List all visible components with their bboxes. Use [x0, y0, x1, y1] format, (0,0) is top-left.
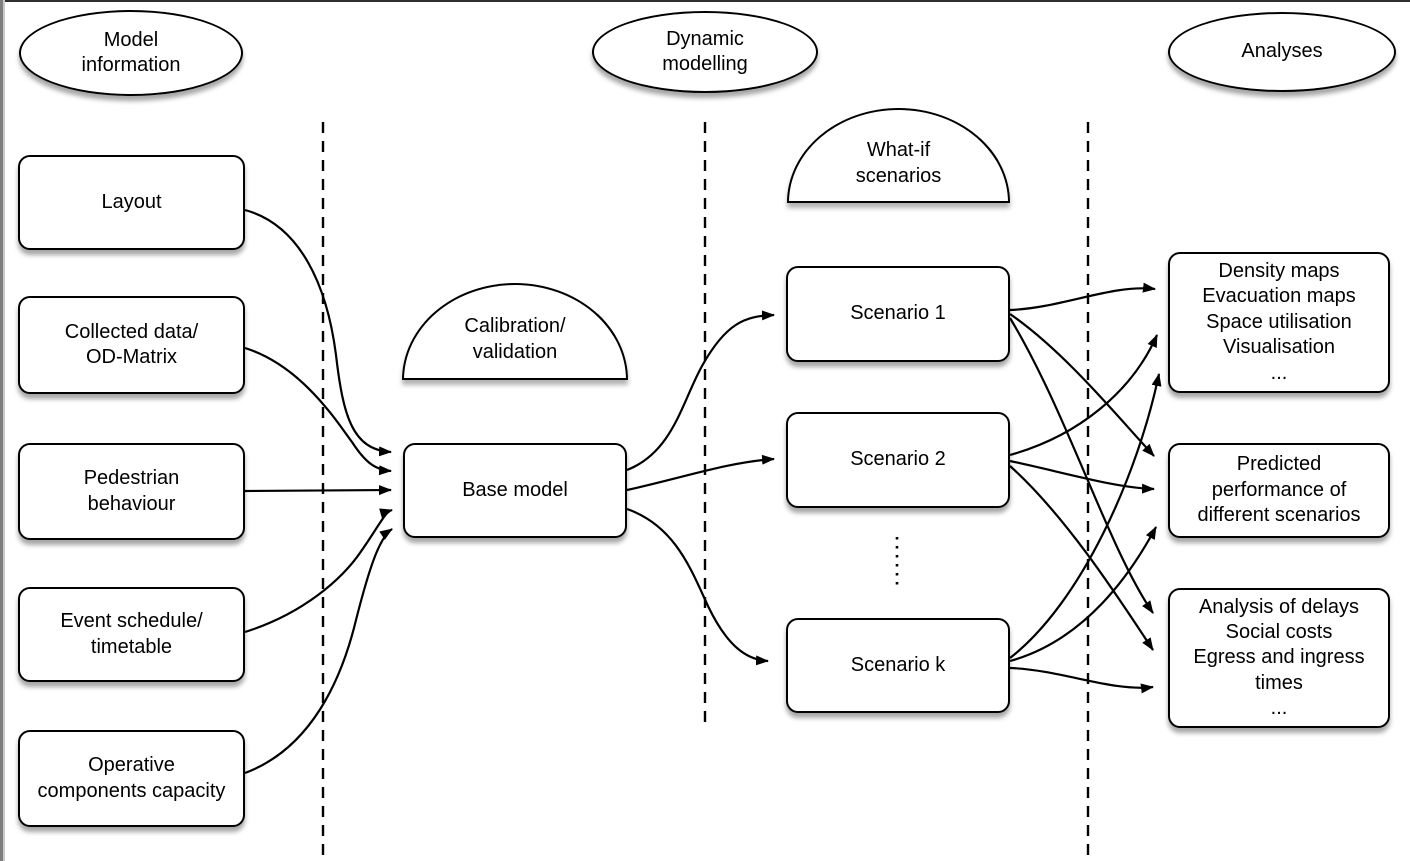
- node-operative-components: Operative components capacity: [18, 730, 245, 827]
- node-base-model: Base model: [403, 443, 627, 538]
- node-density-maps-label: Density maps Evacuation maps Space utili…: [1202, 260, 1356, 384]
- header-analyses: Analyses: [1168, 12, 1396, 92]
- window-left-edge-highlight: [3, 0, 5, 861]
- node-predicted-performance-label: Predicted performance of different scena…: [1197, 453, 1361, 527]
- node-scenario-2-label: Scenario 2: [850, 448, 946, 471]
- arrow-base-model-to-scenario-k: [626, 507, 769, 666]
- header-analyses-label: Analyses: [1241, 40, 1323, 63]
- arrow-operative-to-base-model: [244, 528, 393, 775]
- node-collected-data: Collected data/ OD-Matrix: [18, 296, 245, 394]
- arrow-collected-data-to-base-model: [244, 346, 392, 476]
- arrow-scenario-k-to-predicted-performance: [1009, 526, 1157, 663]
- node-pedestrian-behaviour-label: Pedestrian behaviour: [83, 467, 180, 515]
- dome-calibration-validation: Calibration/ validation: [402, 283, 628, 380]
- node-scenario-2: Scenario 2: [786, 412, 1010, 508]
- arrow-pedestrian-to-base-model: [244, 485, 392, 496]
- header-model-information: Model information: [19, 10, 243, 96]
- dome-calibration-validation-label: Calibration/ validation: [464, 315, 566, 363]
- node-layout-label: Layout: [101, 190, 162, 213]
- node-analysis-of-delays: Analysis of delays Social costs Egress a…: [1168, 588, 1390, 728]
- node-base-model-label: Base model: [462, 478, 568, 501]
- node-scenario-1: Scenario 1: [786, 266, 1010, 362]
- node-scenario-k-label: Scenario k: [850, 653, 946, 676]
- arrow-base-model-to-scenario-2: [626, 454, 775, 492]
- dome-what-if-scenarios-label: What-if scenarios: [855, 139, 942, 187]
- arrow-scenario-1-to-density-maps: [1009, 282, 1156, 312]
- node-pedestrian-behaviour: Pedestrian behaviour: [18, 443, 245, 540]
- node-predicted-performance: Predicted performance of different scena…: [1168, 443, 1390, 538]
- node-scenario-1-label: Scenario 1: [850, 302, 946, 325]
- arrow-scenario-2-to-predicted-performance: [1009, 459, 1155, 494]
- window-top-edge: [0, 0, 1410, 2]
- header-model-information-label: Model information: [81, 28, 181, 76]
- node-event-schedule: Event schedule/ timetable: [18, 587, 245, 682]
- arrow-base-model-to-scenario-1: [626, 310, 775, 472]
- header-dynamic-modelling-label: Dynamic modelling: [662, 27, 748, 75]
- arrow-scenario-2-to-analysis-of-delays: [1009, 465, 1154, 651]
- arrow-scenario-1-to-predicted-performance: [1009, 313, 1155, 457]
- node-event-schedule-label: Event schedule/ timetable: [60, 610, 203, 658]
- node-collected-data-label: Collected data/ OD-Matrix: [64, 320, 199, 368]
- node-layout: Layout: [18, 155, 245, 250]
- arrow-scenario-2-to-density-maps: [1009, 334, 1159, 457]
- arrow-scenario-1-to-analysis-of-delays: [1009, 317, 1154, 614]
- node-operative-components-label: Operative components capacity: [37, 754, 226, 802]
- window-left-edge: [0, 0, 3, 861]
- dome-what-if-scenarios: What-if scenarios: [787, 108, 1010, 203]
- node-analysis-of-delays-label: Analysis of delays Social costs Egress a…: [1193, 595, 1365, 720]
- node-density-maps: Density maps Evacuation maps Space utili…: [1168, 252, 1390, 393]
- node-scenario-k: Scenario k: [786, 618, 1010, 713]
- arrow-scenario-k-to-analysis-of-delays: [1009, 666, 1154, 694]
- arrow-scenario-k-to-density-maps: [1009, 373, 1162, 659]
- header-dynamic-modelling: Dynamic modelling: [592, 11, 818, 93]
- arrow-layout-to-base-model: [244, 208, 392, 457]
- arrow-event-schedule-to-base-model: [244, 508, 393, 634]
